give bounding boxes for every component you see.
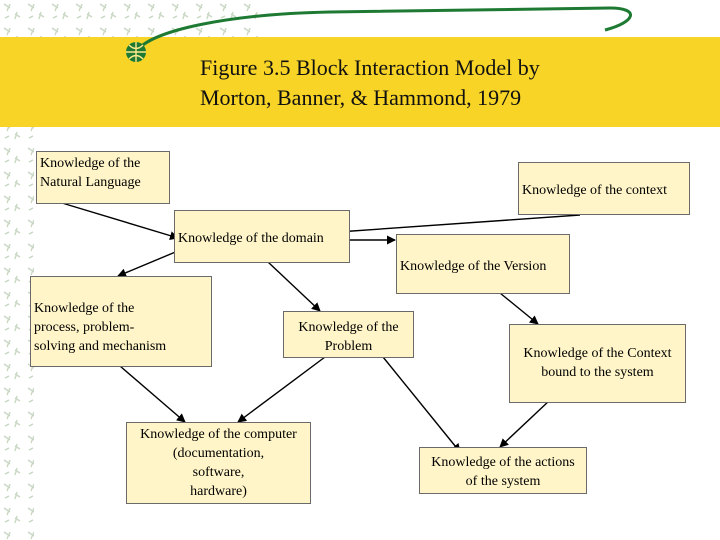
box-process: Knowledge of the process, problem- solvi… [30,276,212,367]
box-context-system: Knowledge of the Context bound to the sy… [509,324,686,403]
box-context: Knowledge of the context [518,162,690,215]
box-computer: Knowledge of the computer (documentation… [126,422,311,504]
box-domain: Knowledge of the domain [174,210,350,263]
box-problem: Knowledge of the Problem [283,311,414,358]
figure-title: Figure 3.5 Block Interaction Model by Mo… [200,55,540,110]
box-version: Knowledge of the Version [396,234,570,294]
box-actions: Knowledge of the actions of the system [419,447,587,494]
box-natural-language: Knowledge of the Natural Language [36,151,170,204]
